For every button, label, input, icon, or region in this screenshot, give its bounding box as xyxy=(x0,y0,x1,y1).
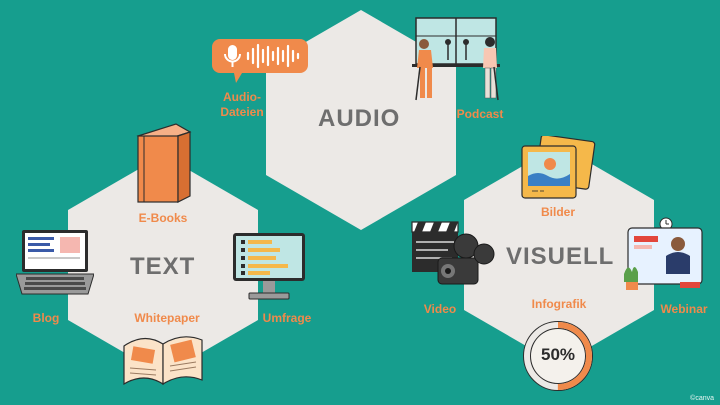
heading-text: TEXT xyxy=(130,253,196,280)
photos-icon xyxy=(521,136,596,199)
open-book-icon xyxy=(123,336,203,386)
microphone-wave-icon xyxy=(212,39,308,83)
podcast-scene-icon xyxy=(412,17,500,101)
clapperboard-camera-icon xyxy=(411,221,495,285)
webinar-icon xyxy=(624,217,703,290)
label-umfrage: Umfrage xyxy=(262,311,312,325)
label-whitepaper: Whitepaper xyxy=(134,311,200,325)
heading-audio: AUDIO xyxy=(318,105,401,132)
label-bilder: Bilder xyxy=(540,205,575,219)
label-podcast: Podcast xyxy=(456,107,504,121)
hexagon-visuell xyxy=(464,145,654,365)
laptop-icon xyxy=(16,230,94,295)
label-webinar: Webinar xyxy=(660,302,708,316)
hexagon-audio xyxy=(266,10,456,230)
label-video: Video xyxy=(423,302,457,316)
credit-text: ©canva xyxy=(690,395,714,402)
label-blog: Blog xyxy=(32,311,60,325)
infografik-percent: 50% xyxy=(540,345,576,364)
survey-monitor-icon xyxy=(233,233,305,300)
book-icon xyxy=(136,123,192,203)
label-ebooks: E-Books xyxy=(138,211,188,225)
hexagon-text xyxy=(68,155,258,375)
label-audio-dateien: Audio- Dateien xyxy=(220,90,264,119)
heading-visuell: VISUELL xyxy=(506,243,615,270)
label-infografik: Infografik xyxy=(531,297,587,311)
progress-ring-fill xyxy=(524,322,592,390)
progress-circle-icon xyxy=(523,321,593,391)
